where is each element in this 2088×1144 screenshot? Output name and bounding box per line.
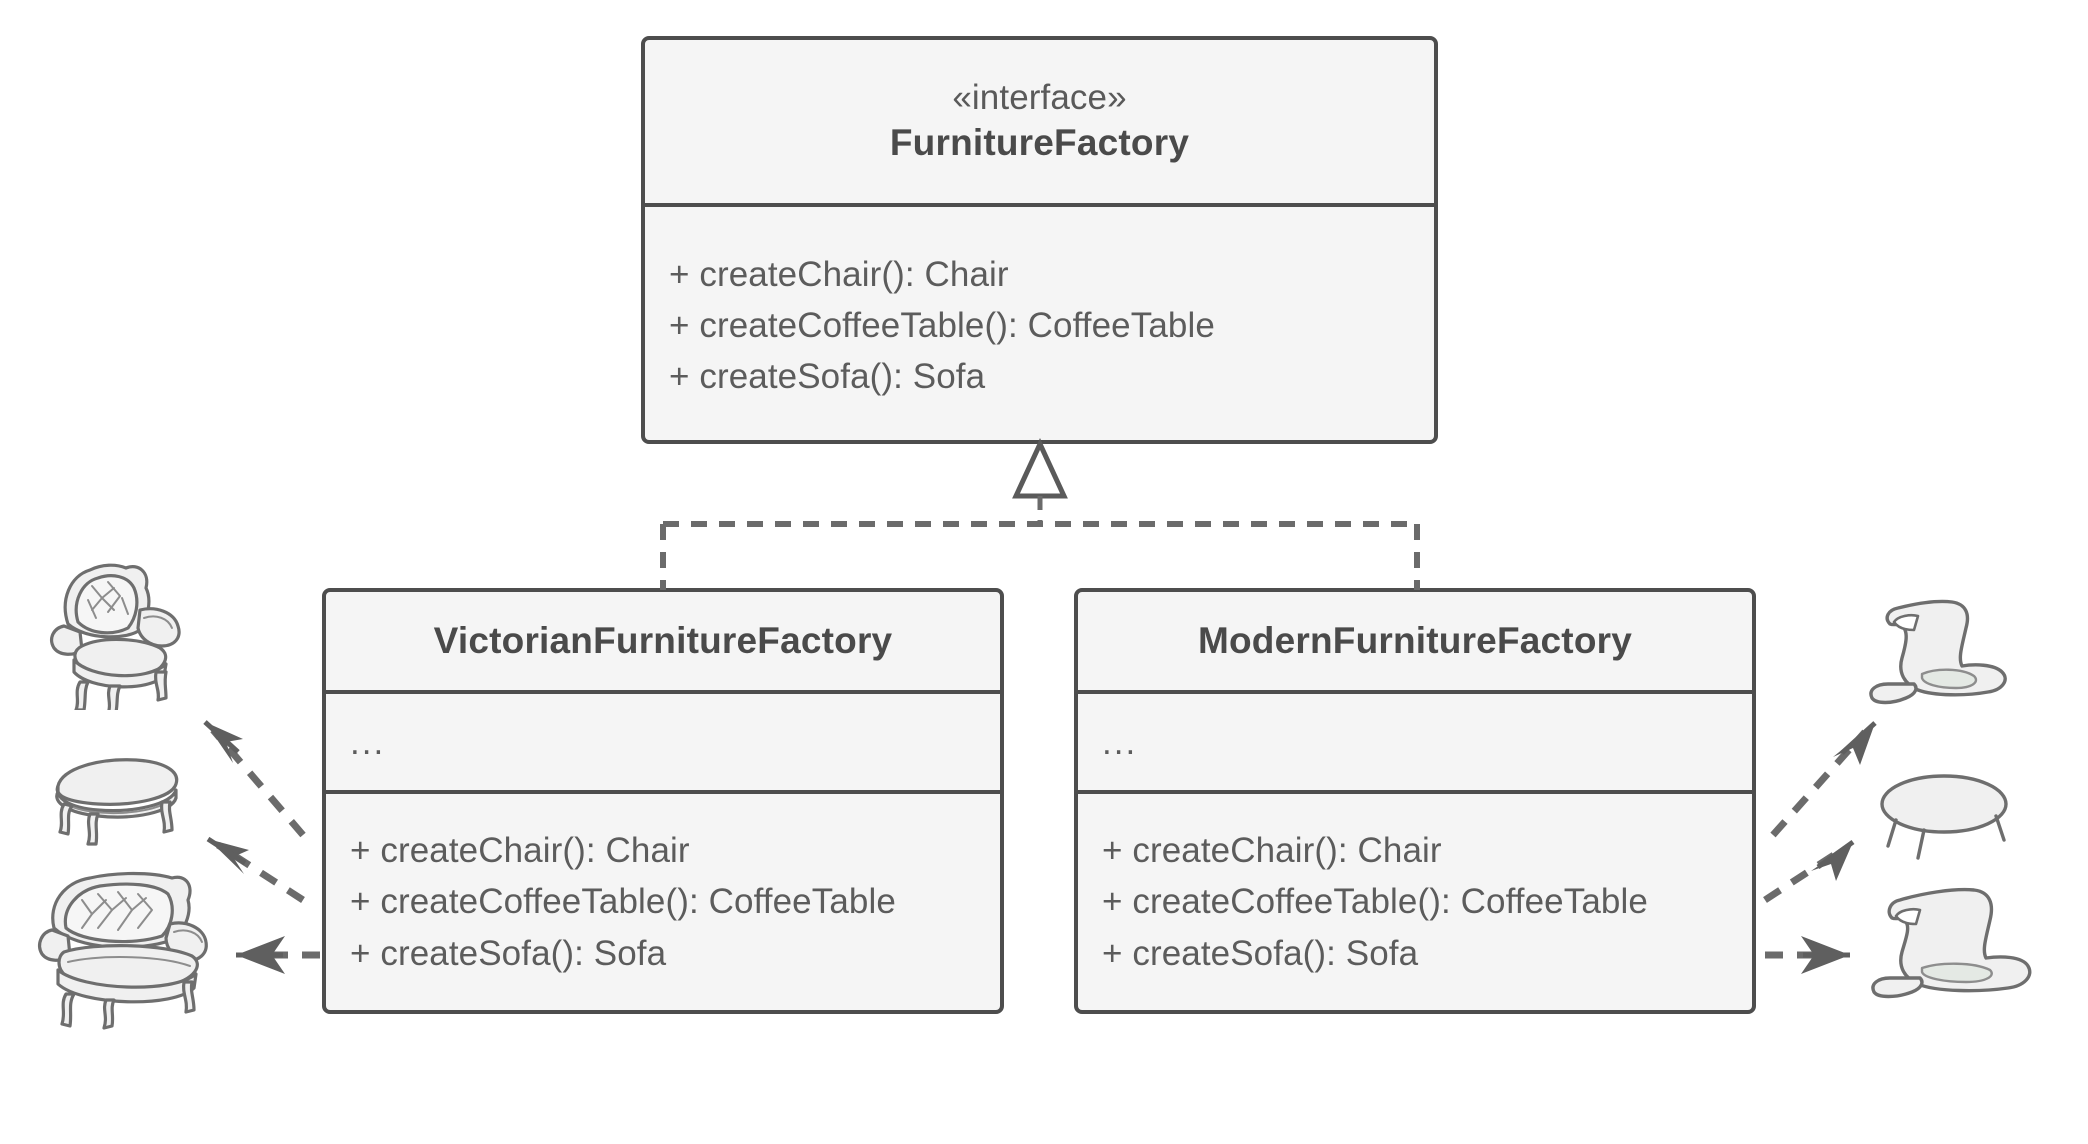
method-row: + createCoffeeTable(): CoffeeTable (669, 305, 1215, 345)
class-name-label: VictorianFurnitureFactory (433, 619, 893, 661)
victorian-chair-icon (50, 563, 181, 710)
modern-sofa-icon (1871, 887, 2032, 999)
method-compartment-modern: + createChair(): Chair + createCoffeeTab… (1078, 790, 1752, 1010)
victorian-coffee-table-icon (55, 758, 179, 846)
creates-arrow-modern-sofa (1765, 936, 1850, 974)
class-header-furniture-factory: «interface» FurnitureFactory (645, 40, 1434, 203)
method-row: + createChair(): Chair (350, 831, 690, 871)
field-compartment-modern: ... (1078, 690, 1752, 790)
modern-coffee-table-icon (1880, 774, 2008, 860)
method-row: + createChair(): Chair (1102, 831, 1442, 871)
class-box-furniture-factory[interactable]: «interface» FurnitureFactory + createCha… (641, 36, 1438, 444)
field-compartment-victorian: ... (326, 690, 1000, 790)
method-row: + createCoffeeTable(): CoffeeTable (350, 882, 896, 922)
creates-arrow-modern-coffee-table (1763, 839, 1855, 903)
creates-arrow-victorian-coffee-table (206, 836, 305, 903)
method-row: + createSofa(): Sofa (350, 933, 667, 973)
creates-arrow-modern-chair (1770, 721, 1877, 838)
class-header-victorian-furniture-factory: VictorianFurnitureFactory (326, 592, 1000, 690)
method-compartment-victorian: + createChair(): Chair + createCoffeeTab… (326, 790, 1000, 1010)
class-header-modern-furniture-factory: ModernFurnitureFactory (1078, 592, 1752, 690)
method-compartment-furniture-factory: + createChair(): Chair + createCoffeeTab… (645, 203, 1434, 440)
method-row: + createSofa(): Sofa (669, 357, 986, 397)
class-box-modern-furniture-factory[interactable]: ModernFurnitureFactory ... + createChair… (1074, 588, 1756, 1014)
creates-arrow-victorian-sofa (236, 936, 320, 974)
field-row: ... (350, 722, 386, 762)
class-name-label: FurnitureFactory (889, 122, 1190, 164)
method-row: + createCoffeeTable(): CoffeeTable (1102, 882, 1648, 922)
field-row: ... (1102, 722, 1138, 762)
modern-chair-icon (1869, 599, 2007, 705)
creates-arrow-victorian-chair (203, 720, 306, 838)
realization-triangle-icon (1012, 438, 1068, 499)
stereotype-label: «interface» (952, 77, 1127, 117)
method-row: + createChair(): Chair (669, 254, 1009, 294)
victorian-sofa-icon (38, 871, 208, 1030)
class-box-victorian-furniture-factory[interactable]: VictorianFurnitureFactory ... + createCh… (322, 588, 1004, 1014)
class-name-label: ModernFurnitureFactory (1197, 619, 1633, 661)
method-row: + createSofa(): Sofa (1102, 933, 1419, 973)
